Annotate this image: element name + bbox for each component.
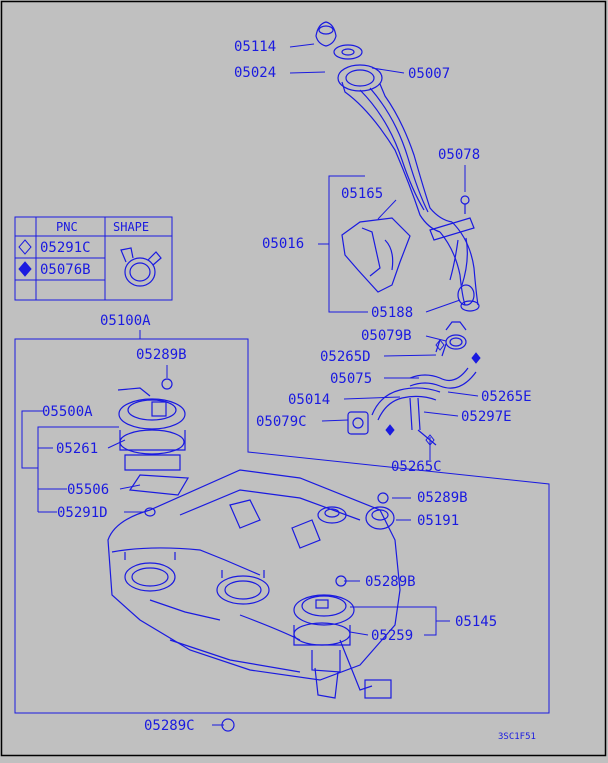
- legend-pnc-2: 05076B: [40, 262, 91, 278]
- hollow-diamond-icon: [18, 239, 32, 255]
- label-05100A: 05100A: [100, 313, 151, 329]
- legend-table: PNC SHAPE 05291C 05076B: [14, 216, 173, 301]
- fuel-tank: [107, 469, 401, 732]
- label-05291D: 05291D: [57, 505, 108, 521]
- label-05114: 05114: [234, 39, 276, 55]
- label-05165: 05165: [341, 186, 383, 202]
- label-05500A: 05500A: [42, 404, 93, 420]
- hollow-diamond-marker: [425, 434, 435, 446]
- label-05075: 05075: [330, 371, 372, 387]
- label-05289B-mid: 05289B: [365, 574, 416, 590]
- label-05016: 05016: [262, 236, 304, 252]
- filled-diamond-marker: [471, 352, 481, 364]
- legend-header-pnc: PNC: [56, 220, 78, 234]
- label-05297E: 05297E: [461, 409, 512, 425]
- filler-cap-parts: [315, 21, 383, 92]
- label-05265D: 05265D: [320, 349, 371, 365]
- filled-diamond-marker: [385, 424, 395, 436]
- label-05265E: 05265E: [481, 389, 532, 405]
- legend-header-shape: SHAPE: [113, 220, 149, 234]
- filler-protector: [341, 217, 475, 306]
- label-05188: 05188: [371, 305, 413, 321]
- fuel-pump-assembly: [117, 378, 190, 517]
- label-05078: 05078: [438, 147, 480, 163]
- label-05265C: 05265C: [391, 459, 442, 475]
- label-05259: 05259: [371, 628, 413, 644]
- label-05261: 05261: [56, 441, 98, 457]
- label-05024: 05024: [234, 65, 276, 81]
- label-05007: 05007: [408, 66, 450, 82]
- fuel-gauge-unit: [293, 594, 355, 673]
- label-05289B-right: 05289B: [417, 490, 468, 506]
- label-05014: 05014: [288, 392, 330, 408]
- label-05506: 05506: [67, 482, 109, 498]
- label-05289B-top: 05289B: [136, 347, 187, 363]
- label-05289C: 05289C: [144, 718, 195, 734]
- part-number-labels: 05114 05024 05007 05078 05165 05016 0518…: [42, 39, 536, 742]
- legend-pnc-1: 05291C: [40, 240, 91, 256]
- label-05079C: 05079C: [256, 414, 307, 430]
- filler-neck-pipe: [341, 81, 480, 312]
- hollow-diamond-marker: [435, 339, 445, 351]
- vent-hoses: [347, 321, 481, 446]
- label-05191: 05191: [417, 513, 459, 529]
- figure-code: 3SC1F51: [498, 732, 536, 742]
- label-05145: 05145: [455, 614, 497, 630]
- clamp-shape-icon: [120, 247, 162, 287]
- leader-lines: [14, 43, 550, 726]
- label-05079B: 05079B: [361, 328, 412, 344]
- filled-diamond-icon: [18, 261, 32, 277]
